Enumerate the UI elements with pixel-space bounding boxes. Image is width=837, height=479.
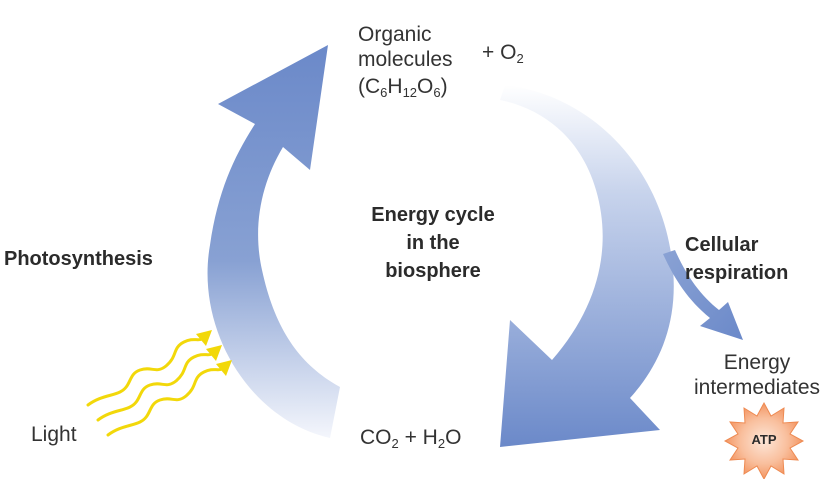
light-rays (86, 336, 226, 437)
light-arrowhead-1 (196, 330, 212, 346)
title-line-2: in the (406, 232, 460, 254)
light-ray-3 (106, 366, 226, 437)
co2-water-label: CO2 + H2O (360, 426, 462, 451)
respiration-line-2: respiration (685, 262, 789, 284)
title-line-1: Energy cycle (371, 204, 495, 226)
photosynthesis-label: Photosynthesis (4, 248, 153, 270)
intermediates-line-2: intermediates (693, 376, 821, 399)
atp-label: ATP (751, 432, 777, 447)
light-arrowheads (196, 330, 232, 376)
title-line-3: biosphere (385, 260, 481, 282)
glucose-formula: (C6H12O6) (358, 75, 448, 100)
atp-starburst (723, 401, 805, 479)
light-arrowhead-2 (206, 345, 222, 361)
intermediates-line-1: Energy (723, 351, 791, 374)
light-ray-2 (96, 351, 216, 422)
energy-branch-arrow (663, 250, 743, 340)
light-ray-1 (86, 336, 206, 407)
organic-line-1: Organic (358, 23, 432, 46)
respiration-arrow (500, 85, 674, 447)
cellular-respiration-label: Cellular respiration (685, 235, 788, 283)
energy-cycle-title: Energy cycle in the biosphere (338, 205, 528, 281)
light-arrowhead-3 (216, 360, 232, 376)
organic-molecules-label: Organic molecules (C6H12O6) (358, 23, 453, 100)
photosynthesis-arrow (207, 45, 340, 438)
energy-intermediates-label: Energy intermediates (680, 352, 834, 398)
respiration-line-1: Cellular (685, 234, 759, 256)
organic-line-2: molecules (358, 48, 453, 71)
oxygen-label: + O2 (482, 41, 524, 66)
light-label: Light (31, 423, 77, 446)
